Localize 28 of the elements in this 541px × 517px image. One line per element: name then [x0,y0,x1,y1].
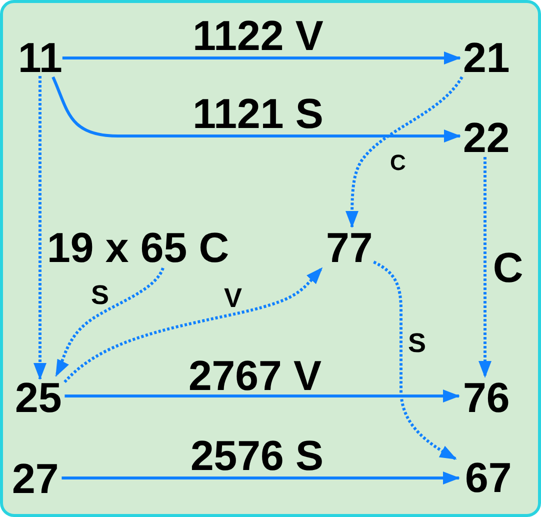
arrow [64,390,460,402]
edge-label: 1122 V [192,20,324,52]
edge-label: C [390,155,406,171]
edge-label: S [408,333,426,353]
dotted-arrow [346,76,464,228]
edge-label: 1121 S [192,98,324,130]
edge-label: S [91,285,109,305]
edge-label: C [492,252,524,284]
arrow [62,52,461,64]
dotted-arrow [64,267,324,384]
node-label: 22 [463,122,510,154]
dotted-arrow [34,76,46,380]
edge-label: 2576 S [190,440,324,472]
node-label: 27 [12,463,59,495]
edge-label: 2767 V [188,360,322,392]
node-label: 76 [463,382,510,414]
dotted-arrow [54,267,164,377]
node-label: 21 [463,42,510,74]
edge-label: V [224,288,242,308]
dotted-arrow [373,260,457,460]
arrow [62,472,460,484]
arrow [52,76,461,142]
node-label: 77 [326,232,373,264]
node-label: 11 [18,42,62,74]
node-label: 19 x 65 C [47,232,230,264]
node-label: 25 [15,382,62,414]
dotted-arrow [478,157,492,378]
node-label: 67 [465,462,512,494]
